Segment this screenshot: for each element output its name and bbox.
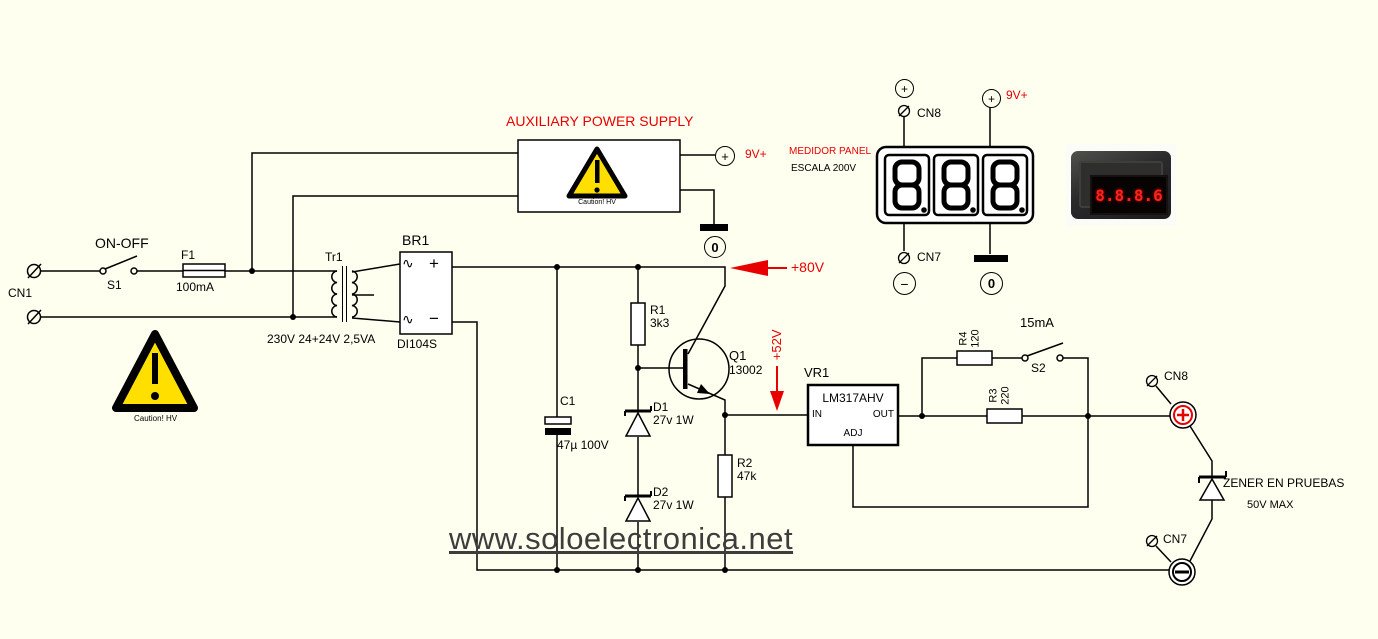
- binding-post-negative: [1168, 558, 1196, 586]
- label-80v: +80V: [791, 259, 825, 275]
- minus-circle-icon-meter: −: [893, 272, 916, 295]
- label-q1-value: 13002: [729, 363, 763, 377]
- label-d2: D2: [653, 485, 669, 499]
- photo-meter-bezel: 8.8.8.6: [1079, 161, 1168, 215]
- zener-d1-icon: [624, 406, 652, 437]
- resistor-r2-icon: [717, 454, 733, 498]
- zener-under-test-icon: [1198, 471, 1227, 501]
- plus-circle-icon-meter-9v: +: [982, 89, 1001, 108]
- watermark: www.soloelectronica.net: [449, 521, 794, 556]
- label-vr1-in: IN: [812, 409, 822, 420]
- photo-meter-display: 8.8.8.6: [1090, 175, 1168, 215]
- label-r2-value: 47k: [737, 469, 757, 483]
- label-cn1: CN1: [8, 286, 33, 300]
- photo-meter-reading: 8.8.8.6: [1095, 185, 1163, 205]
- wire-layer: [40, 105, 1213, 571]
- cn1-terminal-icons: [26, 263, 42, 325]
- label-br1-part: DI104S: [397, 337, 438, 351]
- main-caution-text: Caution! HV: [134, 414, 178, 423]
- label-vr1-out: OUT: [872, 409, 894, 420]
- warning-triangle-icon-aux: [566, 146, 628, 199]
- label-52v: +52V: [769, 329, 785, 361]
- junction-dots: [249, 264, 1091, 573]
- label-9v-aux: 9V+: [745, 147, 767, 161]
- plus-circle-icon-meter: +: [895, 79, 914, 98]
- switch-s1-icon: [99, 255, 138, 275]
- label-br1: BR1: [402, 232, 430, 248]
- binding-post-positive: [1169, 401, 1197, 429]
- label-vr1-adj: ADJ: [843, 428, 863, 439]
- label-r3-ref: R3: [987, 388, 1000, 403]
- transformer-tr1-icon: [331, 266, 358, 322]
- transistor-q1-icon: [668, 338, 730, 400]
- capacitor-c1-icon: [544, 416, 572, 435]
- label-out-cn7: CN7: [1163, 532, 1188, 546]
- bridge-br1-box: [399, 251, 453, 335]
- label-c1: C1: [560, 394, 576, 408]
- label-meter-cn8: CN8: [917, 106, 942, 120]
- warning-triangle-icon-main: [112, 330, 198, 412]
- zener-d2-icon: [624, 491, 652, 522]
- label-r1-value: 3k3: [650, 316, 670, 330]
- label-d1: D1: [653, 400, 669, 414]
- label-r1: R1: [650, 303, 666, 317]
- photo-meter-body: 8.8.8.6: [1071, 151, 1171, 219]
- meter-title: MEDIDOR PANEL: [789, 146, 872, 157]
- resistor-r4-icon: [956, 350, 993, 366]
- label-c1-value: 47µ 100V: [557, 438, 609, 452]
- ground-bar-icon-meter: [974, 255, 1008, 262]
- label-out-cn8: CN8: [1164, 369, 1189, 383]
- switch-s2-icon: [1021, 342, 1064, 362]
- resistor-r3-icon: [986, 408, 1023, 424]
- label-tr1: Tr1: [325, 250, 343, 264]
- bridge-minus-symbol: −: [429, 309, 439, 328]
- ground-bar-icon-aux: [700, 224, 728, 231]
- label-r4-ref: R4: [957, 331, 970, 346]
- photo-panel-meter: 8.8.8.6: [1066, 144, 1176, 226]
- label-s1: S1: [107, 278, 122, 292]
- label-f1-value: 100mA: [176, 280, 215, 294]
- resistor-r1-icon: [630, 302, 646, 346]
- label-meter-cn7: CN7: [917, 250, 942, 264]
- plus-circle-icon-aux: +: [715, 146, 735, 166]
- label-zener-test: ZENER EN PRUEBAS: [1223, 476, 1345, 490]
- label-s2: S2: [1031, 361, 1046, 375]
- label-on-off: ON-OFF: [95, 235, 149, 251]
- label-r4-value: 120: [969, 329, 981, 348]
- panel-display: [875, 145, 1035, 225]
- label-r2: R2: [737, 456, 753, 470]
- label-zener-max: 50V MAX: [1247, 499, 1294, 511]
- label-15ma: 15mA: [1020, 315, 1054, 330]
- zero-circle-icon-meter: 0: [980, 272, 1003, 295]
- label-d2-value: 27v 1W: [653, 498, 694, 512]
- meter-scale: ESCALA 200V: [791, 163, 857, 174]
- screw-terminal-icons: [897, 104, 1159, 548]
- label-meter-9v: 9V+: [1006, 88, 1028, 102]
- fuse-f1-icon: [182, 263, 226, 278]
- label-f1: F1: [181, 248, 196, 262]
- arrow-52v-icon: [770, 366, 784, 411]
- label-r3-value: 220: [999, 386, 1011, 405]
- bridge-ac-symbol-top: ∿: [402, 255, 414, 271]
- bridge-ac-symbol-bottom: ∿: [402, 311, 414, 327]
- zero-circle-icon-aux: 0: [704, 236, 726, 258]
- label-vr1-part: LM317AHV: [822, 391, 884, 405]
- aux-caution-text: Caution! HV: [578, 199, 616, 206]
- label-tr1-spec: 230V 24+24V 2,5VA: [267, 332, 376, 346]
- bridge-plus-symbol: +: [429, 254, 439, 273]
- aux-supply-title: AUXILIARY POWER SUPPLY: [506, 113, 694, 129]
- arrow-80v-icon: [730, 260, 787, 276]
- label-d1-value: 27v 1W: [653, 413, 694, 427]
- label-vr1: VR1: [804, 365, 830, 380]
- label-q1: Q1: [729, 348, 747, 363]
- regulator-vr1-box: [806, 383, 900, 447]
